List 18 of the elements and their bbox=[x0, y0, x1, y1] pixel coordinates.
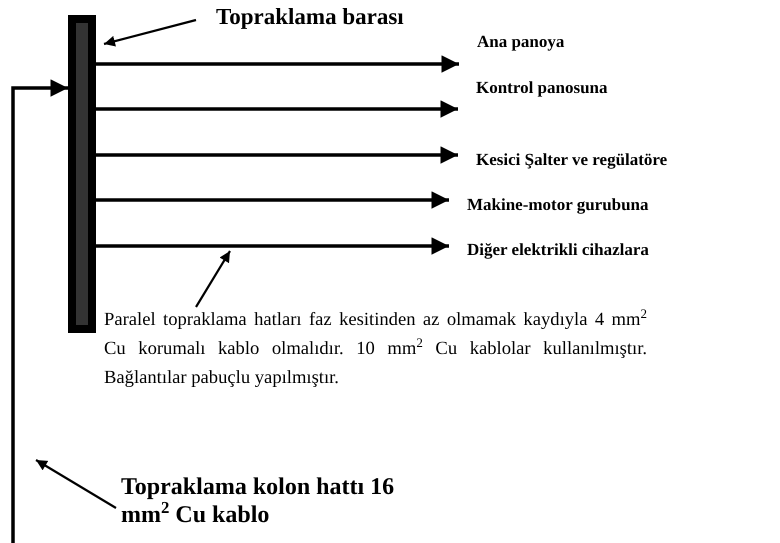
leader-line bbox=[35, 459, 117, 509]
leader-line bbox=[104, 18, 196, 47]
grounding-busbar bbox=[68, 15, 96, 333]
callout-label: Topraklama kolon hattı 16 mm$^{2}$ Cu kablo bbox=[121, 474, 396, 530]
cable-arrow bbox=[11, 79, 68, 543]
note-paragraph: Paralel topraklama hatları faz kesitinden az olmamak kaydıyla 4 mm$^{2}$ Cu korumalı kablo olmalıdır. 10 mm$^{2}$ Cu kablolar kullanılmıştır. Bağlantılar pabuçlu yapılmıştır. bbox=[104, 305, 647, 390]
leader-line bbox=[195, 250, 231, 308]
callout-label: Diğer elektrikli cihazlara bbox=[467, 240, 650, 260]
callout-label: Kontrol panosuna bbox=[476, 78, 608, 98]
callout-label: Makine-motor gurubuna bbox=[467, 195, 650, 215]
cable-arrow bbox=[96, 55, 459, 73]
cable-arrow bbox=[96, 146, 458, 164]
cable-arrow bbox=[96, 237, 449, 255]
cable-arrow bbox=[96, 100, 458, 118]
cable-arrow bbox=[96, 191, 449, 209]
callout-label: Kesici Şalter ve regülatöre bbox=[476, 150, 668, 170]
callout-label: Topraklama barası bbox=[216, 4, 405, 30]
callout-label: Ana panoya bbox=[477, 32, 566, 52]
